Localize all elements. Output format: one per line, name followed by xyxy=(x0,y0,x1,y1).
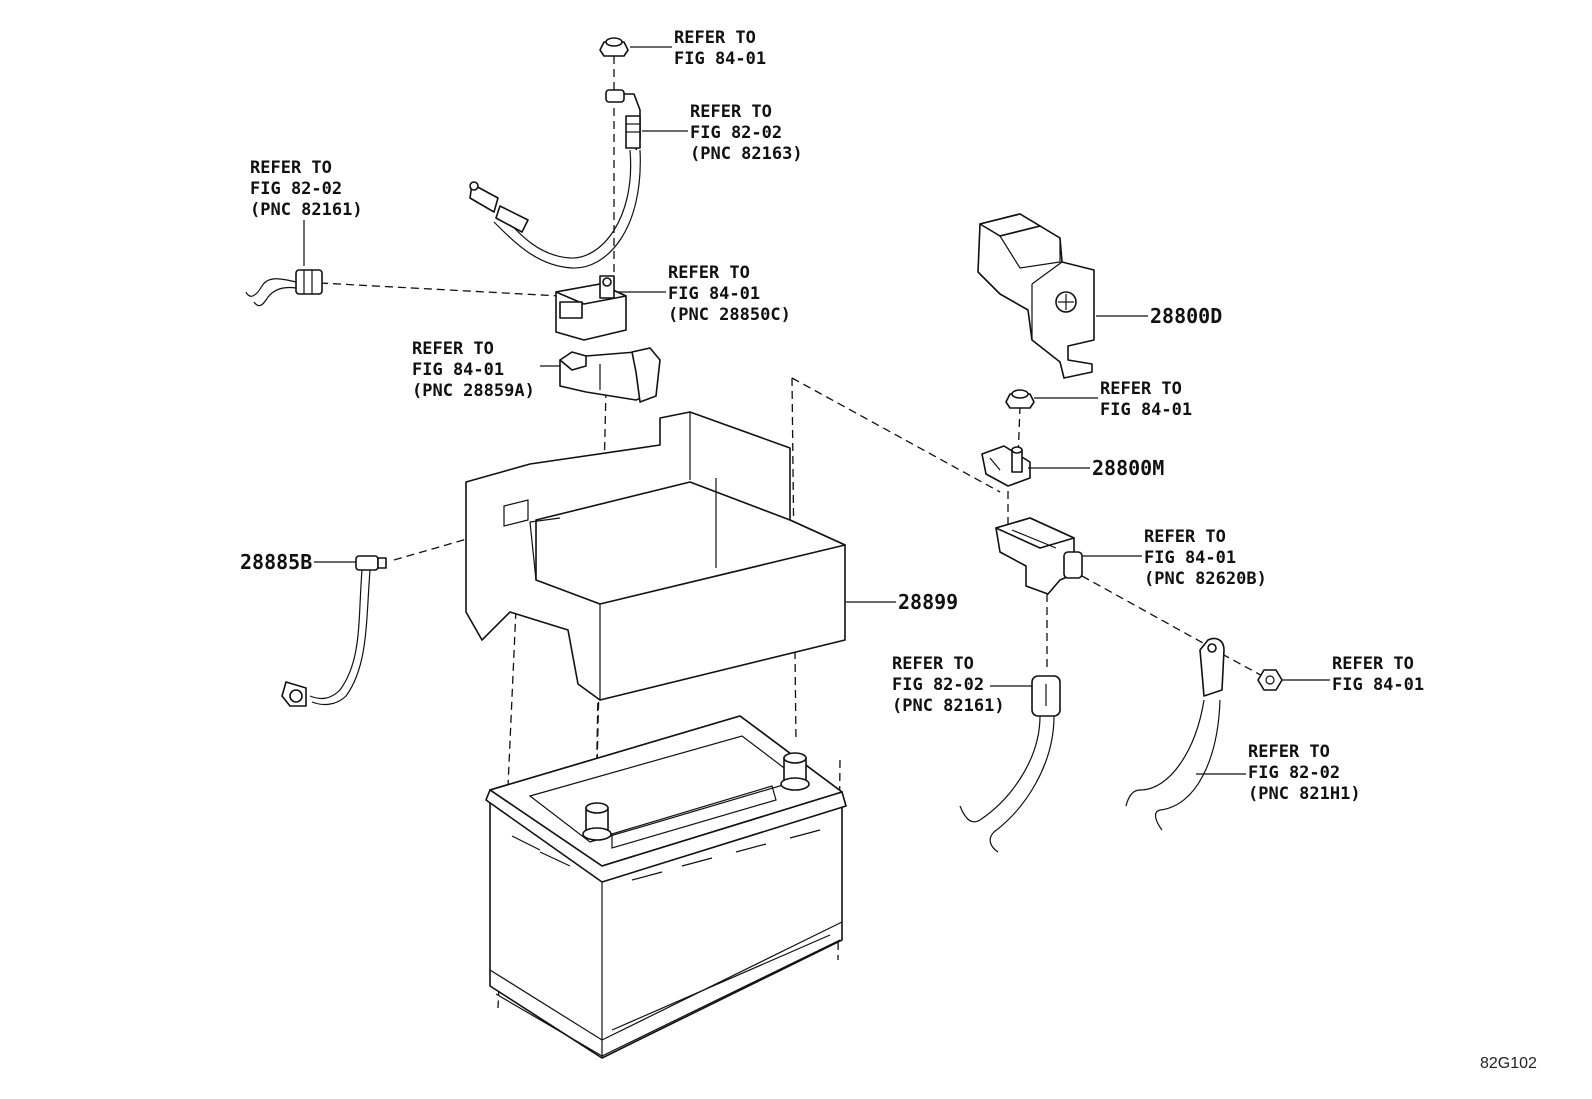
svg-text:REFER TO: REFER TO xyxy=(668,263,750,283)
svg-text:FIG 84-01: FIG 84-01 xyxy=(1332,675,1424,695)
svg-text:REFER TO: REFER TO xyxy=(1248,742,1330,762)
bolt-right xyxy=(1005,389,1035,409)
svg-text:(PNC 82163): (PNC 82163) xyxy=(690,144,803,164)
nut-right xyxy=(1257,669,1283,691)
battery-terminal-negative xyxy=(582,802,612,841)
callout-cable-821h1: REFER TO FIG 82-02 (PNC 821H1) xyxy=(1248,742,1361,804)
svg-text:REFER TO: REFER TO xyxy=(690,102,772,122)
svg-text:FIG 82-02: FIG 82-02 xyxy=(250,179,342,199)
callout-bolt-right: REFER TO FIG 84-01 xyxy=(1100,379,1192,420)
svg-text:REFER TO: REFER TO xyxy=(1144,527,1226,547)
svg-text:(PNC 82620B): (PNC 82620B) xyxy=(1144,569,1267,589)
leader-lines xyxy=(303,46,1330,775)
callout-clamp-82620b: REFER TO FIG 84-01 (PNC 82620B) xyxy=(1144,527,1267,589)
part-number-28800m: 28800M xyxy=(1092,456,1164,480)
svg-text:REFER TO: REFER TO xyxy=(412,339,494,359)
part-28800m xyxy=(981,445,1031,487)
part-28800d xyxy=(977,213,1095,379)
svg-text:REFER TO: REFER TO xyxy=(674,28,756,48)
callout-sensor-28850c: REFER TO FIG 84-01 (PNC 28850C) xyxy=(668,263,791,325)
svg-text:(PNC 82161): (PNC 82161) xyxy=(892,696,1005,716)
svg-text:FIG 84-01: FIG 84-01 xyxy=(674,49,766,69)
callout-cable-82161-bottom: REFER TO FIG 82-02 (PNC 82161) xyxy=(892,654,1005,716)
svg-text:FIG 84-01: FIG 84-01 xyxy=(668,284,760,304)
battery xyxy=(485,715,847,1059)
callout-cable-82163: REFER TO FIG 82-02 (PNC 82163) xyxy=(690,102,803,164)
callout-cover-28859a: REFER TO FIG 84-01 (PNC 28859A) xyxy=(412,339,535,401)
part-number-28800d: 28800D xyxy=(1150,304,1222,328)
svg-text:REFER TO: REFER TO xyxy=(250,158,332,178)
svg-text:(PNC 28850C): (PNC 28850C) xyxy=(668,305,791,325)
battery-sensor-28850c xyxy=(555,275,627,341)
callout-nut-right: REFER TO FIG 84-01 xyxy=(1332,654,1424,695)
callout-cable-82161-top: REFER TO FIG 82-02 (PNC 82161) xyxy=(250,158,363,220)
svg-text:(PNC 82161): (PNC 82161) xyxy=(250,200,363,220)
svg-text:FIG 82-02: FIG 82-02 xyxy=(892,675,984,695)
battery-terminal-positive xyxy=(780,752,810,791)
callout-bolt-top: REFER TO FIG 84-01 xyxy=(674,28,766,69)
svg-text:FIG 84-01: FIG 84-01 xyxy=(1100,400,1192,420)
svg-text:FIG 82-02: FIG 82-02 xyxy=(1248,763,1340,783)
cable-82161-bottom xyxy=(959,675,1061,853)
part-number-28885b: 28885B xyxy=(240,550,312,574)
bolt-top xyxy=(599,37,629,57)
svg-text:FIG 84-01: FIG 84-01 xyxy=(1144,548,1236,568)
svg-text:REFER TO: REFER TO xyxy=(892,654,974,674)
cable-82163 xyxy=(469,89,641,269)
terminal-clamp-82620b xyxy=(995,517,1083,595)
battery-insulator-28899 xyxy=(465,411,846,701)
svg-text:(PNC 28859A): (PNC 28859A) xyxy=(412,381,535,401)
terminal-cover-28859a xyxy=(559,347,661,403)
svg-text:REFER TO: REFER TO xyxy=(1100,379,1182,399)
svg-text:REFER TO: REFER TO xyxy=(1332,654,1414,674)
part-number-28899: 28899 xyxy=(898,590,958,614)
cable-821h1 xyxy=(1125,637,1225,831)
figure-code: 82G102 xyxy=(1480,1055,1537,1072)
svg-text:FIG 82-02: FIG 82-02 xyxy=(690,123,782,143)
sensor-wire-28885b xyxy=(281,555,387,707)
svg-text:FIG 84-01: FIG 84-01 xyxy=(412,360,504,380)
svg-text:(PNC 821H1): (PNC 821H1) xyxy=(1248,784,1361,804)
connector-82161-top xyxy=(245,269,323,307)
